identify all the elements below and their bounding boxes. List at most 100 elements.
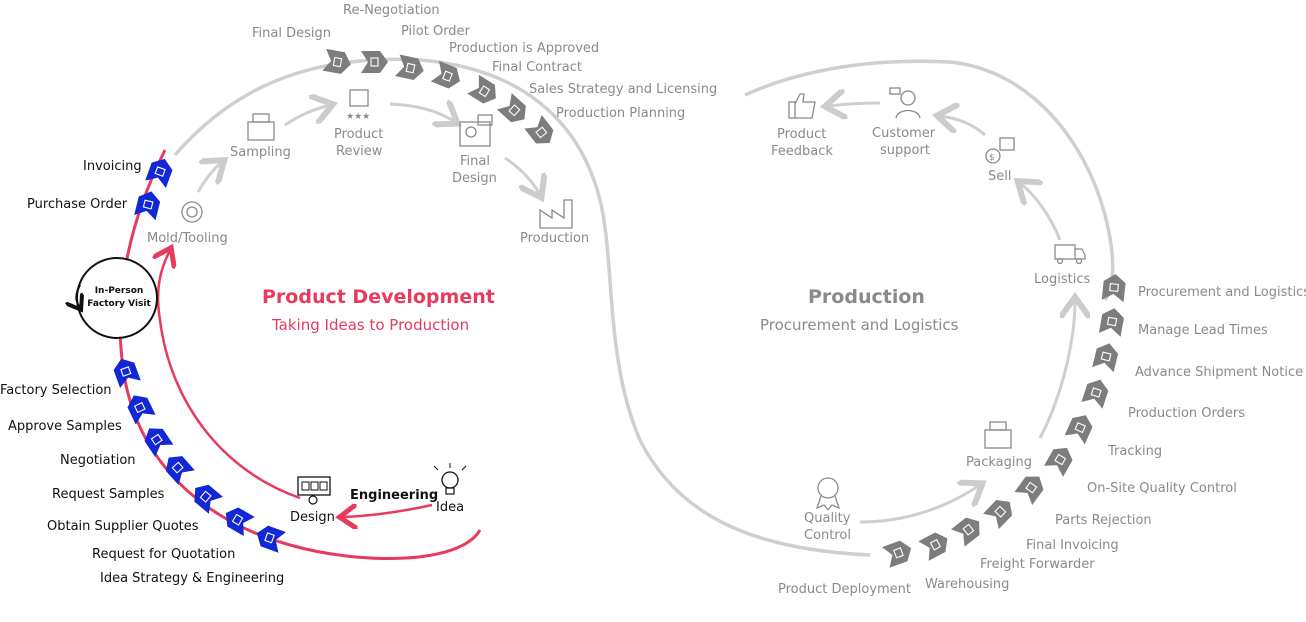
blue-step-label: Request Samples (52, 487, 165, 502)
truck-icon (1054, 244, 1086, 265)
thumbs-up-icon (788, 93, 816, 119)
lightbulb-icon (433, 463, 467, 495)
grey-chevron (361, 51, 388, 73)
right-loop-path (744, 59, 1115, 302)
package-icon (984, 421, 1012, 449)
feedback-label-2: Feedback (771, 144, 833, 159)
grey-chevron (524, 114, 554, 144)
final-design-label-1: Final (460, 154, 490, 169)
grey-step-label: Procurement and Logistics (1138, 285, 1306, 300)
grey-step-label: Sales Strategy and Licensing (529, 82, 717, 97)
review-label-1: Product (334, 127, 383, 142)
grey-step-label: Pilot Order (401, 24, 471, 39)
blue-chevron (144, 428, 174, 457)
blue-chevron (256, 525, 286, 553)
grey-chevron (1101, 274, 1126, 303)
idea-to-design-arrow (342, 503, 433, 517)
grey-step-label: Final Invoicing (1026, 538, 1119, 553)
qc-to-packaging-arrow (859, 485, 980, 524)
design-label: Design (290, 510, 335, 525)
production-label: Production (520, 231, 589, 246)
grey-step-label: Production Planning (556, 106, 685, 121)
support-label-1: Customer (872, 126, 936, 141)
blue-step-label: Invoicing (83, 159, 142, 174)
grey-chevron (950, 517, 980, 547)
sampling-label: Sampling (230, 145, 291, 160)
blueprint-icon (459, 114, 493, 147)
grey-chevron-group-right (882, 274, 1126, 568)
svg-text:$: $ (989, 153, 995, 163)
final-design-label-2: Design (452, 171, 497, 186)
grey-step-label: Final Design (252, 26, 331, 41)
review-to-final-arrow (389, 104, 455, 122)
factory-visit-badge: In-Person Factory Visit (76, 257, 158, 339)
support-to-feedback-arrow (828, 103, 881, 106)
gear-icon (181, 201, 203, 223)
packaging-to-logistics-arrow (1038, 300, 1075, 439)
blue-step-label: Negotiation (60, 453, 136, 468)
dollar-gift-icon: $ (985, 137, 1015, 164)
blue-chevron-group (113, 158, 286, 553)
grey-step-label: On-Site Quality Control (1087, 481, 1237, 496)
support-label-2: support (880, 143, 930, 158)
idea-label: Idea (436, 500, 464, 515)
mold-label: Mold/Tooling (147, 231, 228, 246)
grey-chevron (430, 60, 460, 89)
grey-chevron (983, 500, 1013, 529)
grey-chevron (1092, 343, 1119, 373)
blue-step-label: Purchase Order (27, 197, 128, 212)
grey-step-label: Freight Forwarder (980, 557, 1095, 572)
logistics-label: Logistics (1034, 272, 1090, 287)
blue-chevron (145, 158, 173, 188)
award-ribbon-icon (815, 477, 841, 511)
grey-step-label: Production is Approved (449, 41, 599, 56)
mold-to-sampling-arrow (196, 162, 222, 193)
right-subtitle: Procurement and Logistics (760, 316, 959, 334)
blue-step-label: Idea Strategy & Engineering (100, 571, 284, 586)
blue-chevron (113, 358, 141, 388)
feedback-label-1: Product (777, 127, 826, 142)
blue-chevron (194, 484, 224, 514)
left-subtitle: Taking Ideas to Production (271, 316, 469, 334)
blue-chevron (225, 507, 255, 537)
sampling-to-review-arrow (284, 105, 330, 127)
grey-chevron (467, 74, 496, 104)
visit-line1: In-Person (95, 286, 144, 296)
design-board-icon (297, 476, 331, 505)
pink-inner-arrow (158, 250, 301, 500)
review-icon: ★★★ (346, 89, 370, 122)
factory-icon (539, 199, 573, 229)
review-label-2: Review (336, 144, 383, 159)
grey-step-label: Parts Rejection (1055, 513, 1152, 528)
grey-chevron (1098, 308, 1124, 337)
right-title: Production (808, 286, 925, 308)
grey-step-label: Re-Negotiation (343, 3, 440, 18)
grey-step-label: Product Deployment (778, 582, 911, 597)
logistics-to-sell-arrow (1020, 183, 1062, 241)
qc-label-2: Control (804, 528, 851, 543)
grey-step-label: Tracking (1107, 444, 1162, 459)
final-to-production-arrow (504, 156, 540, 195)
grey-chevron (918, 532, 948, 561)
engineering-label: Engineering (350, 488, 438, 503)
grey-chevron (1064, 415, 1093, 445)
blue-step-label: Factory Selection (0, 383, 112, 398)
grey-step-label: Manage Lead Times (1138, 323, 1268, 338)
blue-step-label: Approve Samples (8, 419, 122, 434)
blue-chevron (127, 395, 156, 425)
grey-step-label: Advance Shipment Notice (1135, 365, 1303, 380)
blue-step-label: Request for Quotation (92, 547, 235, 562)
packaging-label: Packaging (966, 455, 1032, 470)
grey-step-label: Warehousing (925, 577, 1009, 592)
grey-chevron (322, 48, 351, 74)
sell-label: Sell (988, 169, 1011, 184)
box-icon (247, 113, 275, 141)
grey-chevron (1081, 379, 1109, 409)
grey-step-label: Final Contract (492, 60, 582, 75)
sell-to-support-arrow (940, 116, 986, 137)
grey-chevron (1014, 476, 1044, 505)
visit-line2: Factory Visit (87, 299, 151, 309)
grey-chevron (1043, 447, 1073, 477)
svg-text:★★★: ★★★ (346, 112, 370, 122)
